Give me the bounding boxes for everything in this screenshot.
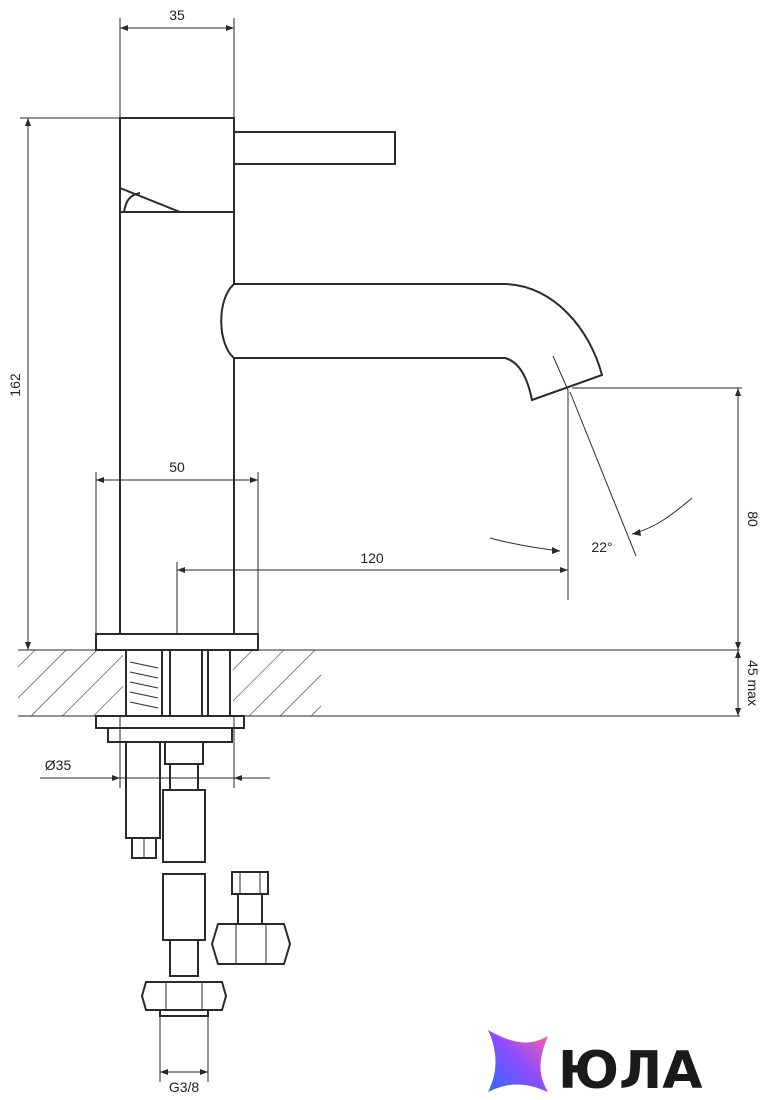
faucet-body (95, 117, 604, 651)
dimension-body-width: 35 (119, 7, 235, 118)
dim-80-label: 80 (745, 511, 761, 527)
dimension-total-height: 162 (7, 117, 120, 650)
dimension-base-width: 50 (95, 459, 259, 634)
dim-50-label: 50 (169, 459, 185, 475)
dim-22-label: 22° (591, 539, 612, 555)
dim-45max-label: 45 max (745, 660, 761, 706)
dimension-spout-reach: 120 (176, 390, 569, 634)
dim-g38-label: G3/8 (169, 1079, 200, 1095)
dim-d35-label: Ø35 (45, 757, 72, 773)
brand-name: ЮЛА (558, 1041, 702, 1100)
dimension-spray-angle: 22° (489, 391, 693, 557)
dimension-spout-height: 80 (572, 387, 761, 650)
mounting-hardware (95, 649, 245, 863)
dimension-thread: G3/8 (159, 1016, 209, 1095)
logo-mark-icon (488, 1030, 548, 1092)
hose-connector-fitting (210, 871, 292, 965)
dim-120-label: 120 (360, 550, 384, 566)
dimension-mount-thickness: 45 max (735, 650, 761, 716)
brand-logo: ЮЛА (488, 1030, 702, 1100)
dim-35-label: 35 (169, 7, 185, 23)
countertop-section (18, 649, 740, 717)
dim-162-label: 162 (7, 373, 23, 397)
dimension-hole-diameter: Ø35 (40, 716, 270, 788)
hose-lower (140, 873, 228, 1017)
